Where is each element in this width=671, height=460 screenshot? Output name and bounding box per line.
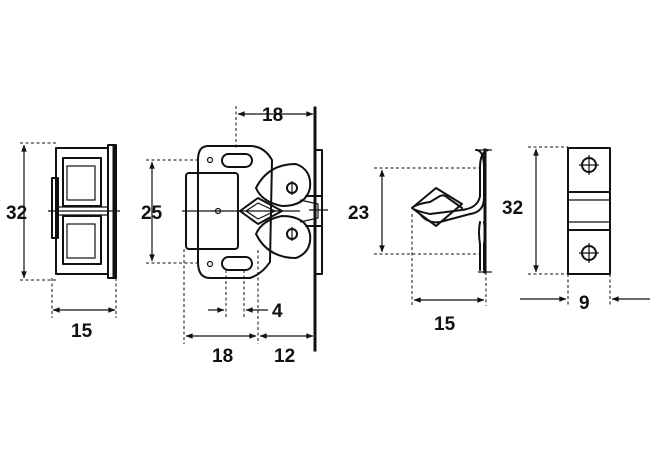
front-view-dimensions [146, 106, 314, 344]
dimension-label-width: 15 [71, 321, 93, 342]
dimension-label-height: 23 [348, 203, 369, 224]
dimension-label-width: 15 [434, 314, 456, 335]
end-view-outline [567, 147, 611, 275]
dimension-label-bottom-left: 18 [212, 346, 233, 367]
dimension-label-top: 18 [262, 105, 283, 126]
front-view-outline [182, 106, 328, 352]
strike-view-dimensions [374, 167, 487, 306]
side-view-outline [48, 144, 120, 279]
front-view: 18 25 4 18 12 [141, 105, 328, 367]
dimension-label-gap: 4 [272, 301, 283, 322]
side-view-dimensions [20, 142, 117, 318]
dimension-label-height: 25 [141, 203, 163, 224]
strike-view-outline [411, 148, 492, 274]
side-view: 32 15 [6, 142, 120, 342]
dimension-label-bottom-right: 12 [274, 346, 295, 367]
dimension-label-height: 32 [502, 198, 523, 219]
dimension-label-height: 32 [6, 203, 27, 224]
end-view-dimensions [520, 146, 650, 306]
strike-view: 23 15 [348, 148, 492, 335]
end-view: 32 9 [502, 146, 650, 314]
dimension-label-width: 9 [579, 293, 590, 314]
